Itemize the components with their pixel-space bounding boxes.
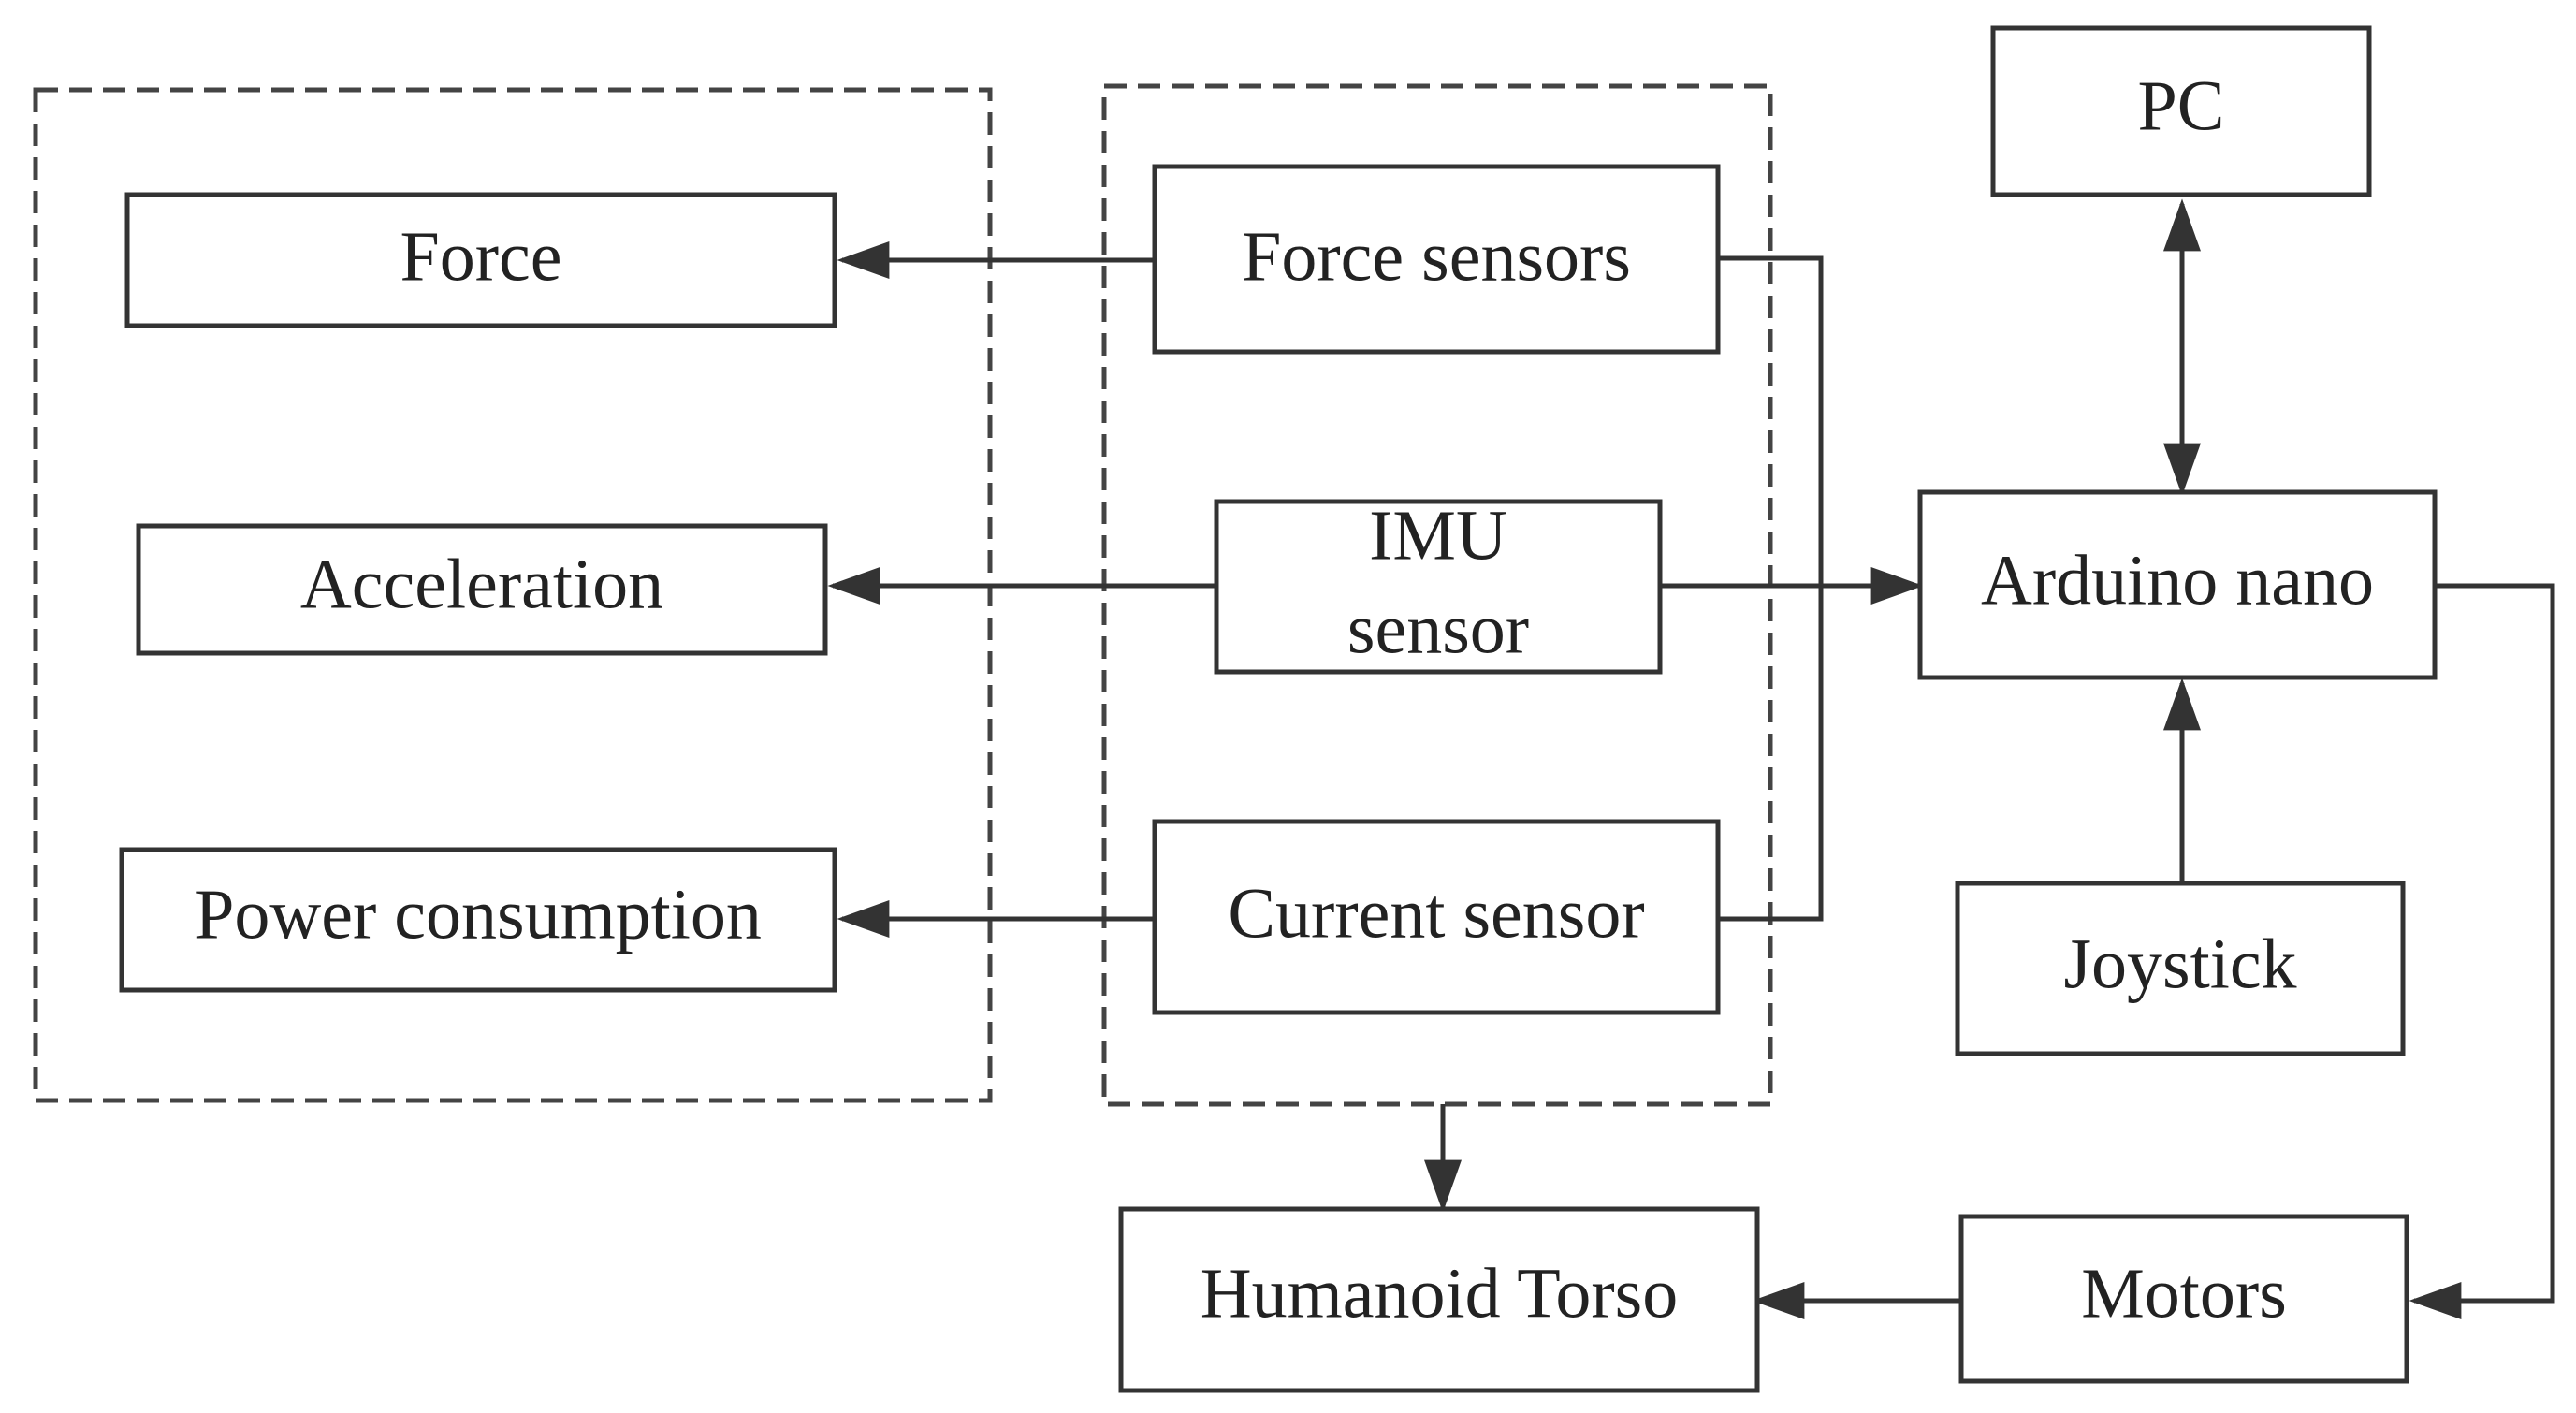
arduino-to-motors-wire — [2409, 583, 2555, 1319]
acceleration-label: Acceleration — [300, 545, 663, 623]
node-arduino-nano: Arduino nano — [1917, 489, 2438, 680]
force-sensors-bus-wire — [1718, 255, 1824, 922]
node-imu-sensor: IMU sensor — [1214, 496, 1663, 675]
current-sensor-label: Current sensor — [1228, 874, 1644, 953]
node-joystick: Joystick — [1955, 881, 2406, 1056]
node-humanoid-torso: Humanoid Torso — [1118, 1206, 1760, 1393]
node-force-sensors: Force sensors — [1152, 164, 1721, 355]
node-pc: PC — [1990, 25, 2372, 197]
humanoid-torso-label: Humanoid Torso — [1201, 1254, 1678, 1333]
node-power-consumption: Power consumption — [119, 847, 837, 993]
connectors — [827, 198, 2555, 1319]
pc-label: PC — [2138, 66, 2225, 145]
outputs-group — [33, 87, 993, 1103]
node-motors: Motors — [1958, 1214, 2409, 1384]
force-sensors-label: Force sensors — [1242, 217, 1631, 296]
node-current-sensor: Current sensor — [1152, 819, 1721, 1015]
imu-label-line2: sensor — [1347, 590, 1529, 668]
imu-label-line1: IMU — [1369, 496, 1507, 575]
power-consumption-label: Power consumption — [195, 875, 762, 954]
arduino-nano-label: Arduino nano — [1981, 541, 2374, 619]
force-label: Force — [400, 217, 561, 296]
node-force: Force — [124, 192, 837, 328]
joystick-label: Joystick — [2063, 925, 2296, 1003]
motors-label: Motors — [2081, 1254, 2287, 1333]
node-acceleration: Acceleration — [136, 523, 828, 656]
